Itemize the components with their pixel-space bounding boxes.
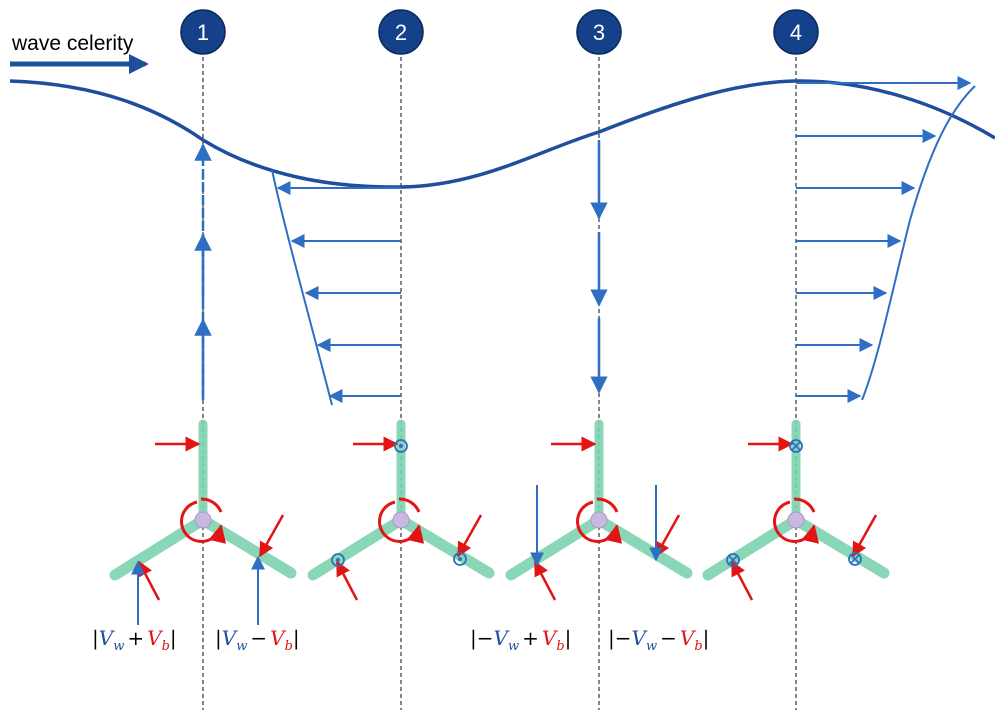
turbine-blade — [790, 514, 890, 579]
turbine-blade — [197, 514, 297, 579]
formula-2: |Vw−Vb| — [215, 626, 300, 654]
formula-4: |−Vw−Vb| — [608, 626, 710, 654]
turbine-blade — [593, 514, 693, 579]
rotation-arrow — [773, 500, 820, 544]
leftward-velocity-profile — [271, 169, 401, 406]
formula-3: |−Vw+Vb| — [470, 626, 572, 654]
rightward-profile-envelope — [861, 85, 976, 401]
rotation-arrow-tail — [200, 497, 223, 513]
rotation-arrow — [576, 500, 623, 544]
turbine-blade — [109, 514, 209, 581]
rotation-arrow — [180, 500, 227, 544]
blade-force-arrow — [456, 514, 483, 558]
turbine-hub — [392, 511, 410, 529]
position-label-4: 4 — [790, 20, 802, 45]
turbine-blade — [505, 514, 605, 581]
rotation-arrow — [378, 500, 425, 544]
turbine-blade — [307, 514, 407, 581]
turbine-2 — [307, 419, 495, 601]
blade-force-arrow — [654, 514, 681, 558]
position-markers: 1 2 3 4 — [180, 9, 819, 55]
position-marker-3: 3 — [576, 9, 622, 55]
blade-force-arrow — [851, 514, 878, 558]
formula-1: |Vw+Vb| — [92, 626, 177, 654]
blade-force-arrow — [258, 514, 285, 558]
blade-force-arrow — [533, 560, 557, 601]
blade-force-arrow — [335, 560, 359, 601]
wave-surface — [9, 79, 995, 189]
turbine-1 — [109, 419, 297, 601]
rotation-arrow-tail — [398, 497, 421, 513]
out-of-plane-dot-icon — [331, 553, 345, 567]
position-marker-1: 1 — [180, 9, 226, 55]
leftward-profile-envelope — [271, 169, 333, 406]
turbines — [109, 419, 890, 601]
turbine-4 — [702, 419, 890, 601]
into-plane-cross-icon — [848, 552, 862, 566]
rightward-velocity-profile — [796, 76, 976, 403]
position-marker-4: 4 — [773, 9, 819, 55]
turbine-hub — [787, 511, 805, 529]
blade-force-arrow — [137, 560, 161, 601]
rotation-arrow-tail — [793, 497, 816, 513]
out-of-plane-dot-icon — [453, 552, 467, 566]
position-label-3: 3 — [593, 20, 605, 45]
blade-force-arrow — [730, 560, 754, 601]
position-label-2: 2 — [395, 20, 407, 45]
turbine-hub — [590, 511, 608, 529]
into-plane-cross-icon — [789, 439, 803, 453]
into-plane-cross-icon — [726, 553, 740, 567]
dashed-lines — [202, 50, 797, 710]
turbine-hub — [194, 511, 212, 529]
position-marker-2: 2 — [378, 9, 424, 55]
turbine-blade — [702, 514, 802, 581]
out-of-plane-dot-icon — [394, 439, 408, 453]
wave-celerity-label: wave celerity — [11, 32, 134, 55]
turbine-blade — [395, 514, 495, 579]
rotation-arrow-tail — [596, 497, 619, 513]
position-label-1: 1 — [197, 20, 209, 45]
blade-velocity-arrows — [131, 485, 663, 625]
